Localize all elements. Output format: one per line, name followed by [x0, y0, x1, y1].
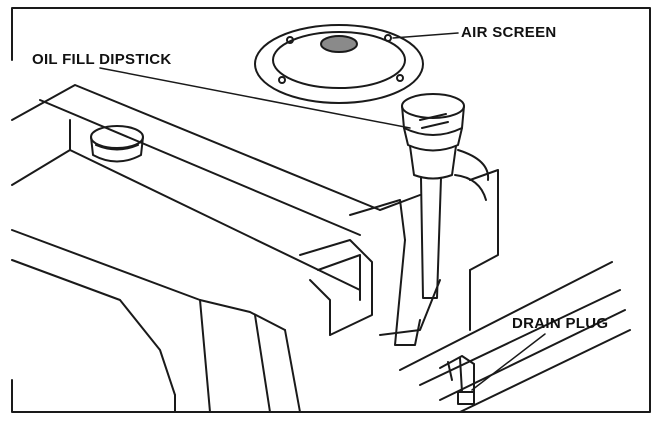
drain-plug-part [439, 355, 475, 405]
oil-fill-dipstick-label: OIL FILL DIPSTICK [32, 51, 172, 68]
air-screen-label: AIR SCREEN [461, 24, 557, 41]
engine-housing [11, 84, 631, 413]
air-screen-part [254, 24, 424, 104]
oil-fill-dipstick-part [401, 93, 490, 299]
filler-cap [90, 125, 144, 163]
leader-lines [99, 32, 546, 391]
drain-plug-label: DRAIN PLUG [512, 315, 609, 332]
diagram-frame [11, 7, 651, 413]
